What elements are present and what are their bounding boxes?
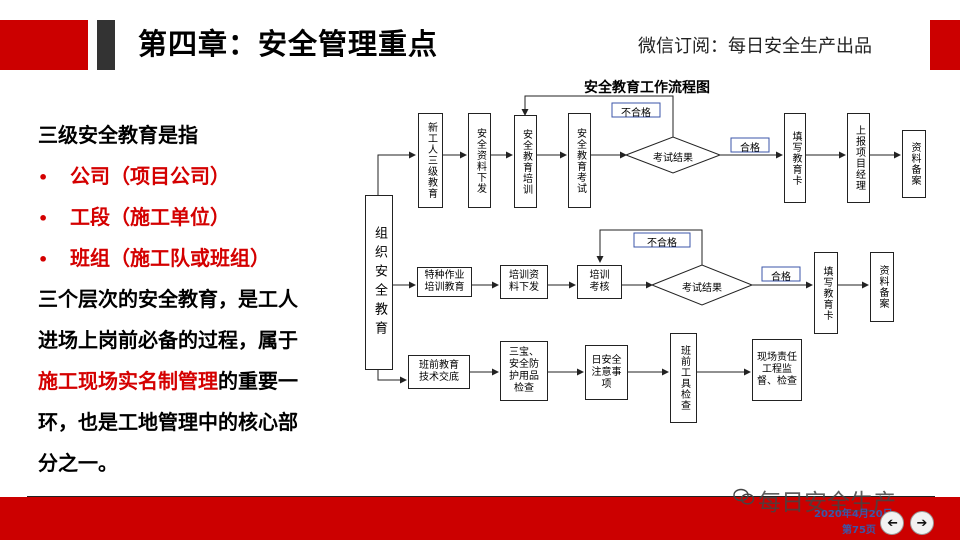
prev-button[interactable]: ➔ (880, 511, 904, 535)
flow-step-box: 特种作业培训教育 (417, 267, 472, 297)
flow-step-box: 安全教育考试 (568, 113, 591, 208)
flow-root-box: 组织安全教育 (365, 195, 393, 370)
flow-step-box: 安全教育培训 (514, 115, 537, 208)
subscribe-text: 微信订阅：每日安全生产出品 (638, 36, 872, 57)
pass-label: 合格 (740, 143, 760, 154)
footer-divider (27, 496, 935, 497)
decision-label: 考试结果 (682, 283, 722, 294)
flow-step-box: 班前工具检查 (670, 333, 697, 423)
flow-step-box: 现场责任工程监督、检查 (752, 339, 802, 401)
highlight-text: 施工现场实名制管理 (38, 369, 218, 393)
page-title: 第四章：安全管理重点 (138, 27, 439, 61)
flow-step-box: 培训考核 (577, 265, 622, 299)
flow-step-box: 日安全注意事项 (585, 345, 628, 400)
flow-step-box: 资料备案 (870, 252, 894, 322)
flow-step-box: 新工人三级教育 (418, 113, 443, 208)
flow-step-box: 安全资料下发 (468, 113, 491, 208)
bullet-item-section: •工段（施工单位） (38, 205, 230, 229)
flow-step-box: 资料备案 (902, 130, 926, 198)
fail-label: 不合格 (647, 238, 677, 249)
body-line: 施工现场实名制管理的重要一 (38, 369, 298, 393)
body-line: 分之一。 (38, 451, 118, 475)
footer-bar (0, 497, 960, 540)
intro-text: 三级安全教育是指 (38, 123, 198, 147)
flow-step-box: 班前教育技术交底 (408, 355, 470, 389)
pass-label: 合格 (771, 272, 791, 283)
flow-step-box: 填写教育卡 (814, 252, 838, 334)
page-number: 第75页 (842, 525, 876, 536)
body-line: 进场上岗前必备的过程，属于 (38, 328, 298, 352)
wechat-icon (733, 488, 755, 505)
header-red-block-right (930, 20, 960, 70)
fail-label: 不合格 (621, 108, 651, 119)
date-label: 2020年4月20日 (814, 509, 893, 520)
flow-step-box: 填写教育卡 (784, 113, 806, 203)
arrow-right-icon: ➔ (916, 515, 928, 531)
decision-label: 考试结果 (653, 153, 693, 164)
next-button[interactable]: ➔ (910, 511, 934, 535)
decision-diamond (650, 264, 754, 306)
flow-step-box: 三宝、安全防护用品检查 (500, 341, 548, 401)
flow-step-box: 上报项目经理 (847, 113, 870, 203)
header-dark-block (97, 20, 115, 70)
header-red-block (0, 20, 88, 70)
flowchart-title: 安全教育工作流程图 (584, 80, 710, 96)
flow-step-box: 培训资料下发 (500, 265, 548, 299)
arrow-left-icon: ➔ (886, 515, 898, 531)
body-line: 环，也是工地管理中的核心部 (38, 410, 298, 434)
decision-diamond (624, 136, 722, 174)
left-text-panel: 三级安全教育是指 •公司（项目公司） •工段（施工单位） •班组（施工队或班组）… (38, 115, 348, 484)
watermark-text: 每日安全生产 (758, 490, 896, 516)
bullet-item-team: •班组（施工队或班组） (38, 246, 270, 270)
body-line: 三个层次的安全教育，是工人 (38, 287, 298, 311)
bullet-item-company: •公司（项目公司） (38, 164, 230, 188)
